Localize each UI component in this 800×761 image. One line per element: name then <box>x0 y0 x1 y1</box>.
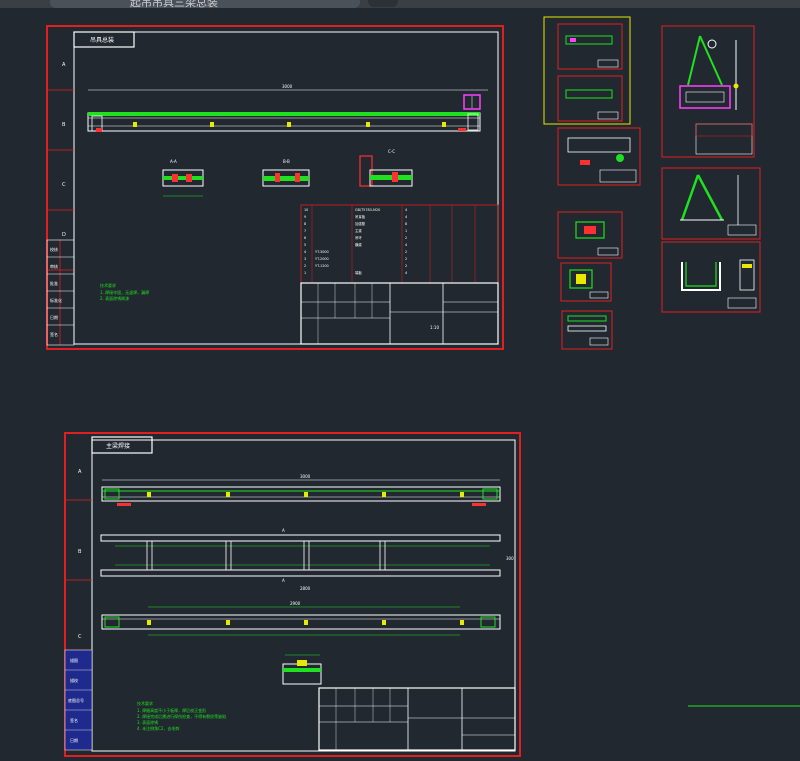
thumbnail-sheet[interactable] <box>557 127 641 186</box>
section-marker: A <box>282 528 285 533</box>
note-line: 1. 焊接牢固，无虚焊，漏焊 <box>100 289 149 295</box>
sheet1-title-box: 吊具总装 <box>90 36 114 44</box>
bom-cell: 4 <box>304 250 306 254</box>
side-label: 描校 <box>70 677 78 683</box>
side-labels-1: 校核 审核 批准 标准化 日期 签名 <box>46 239 75 346</box>
scale-value: 1:10 <box>430 325 439 330</box>
note-line: 4. 未注倒角C2，去毛刺 <box>137 725 179 731</box>
side-labels-2: 描图 描校 底图总号 签名 日期 <box>64 649 93 751</box>
bom-cell: 10 <box>304 208 308 212</box>
bom-cell: 1 <box>405 229 407 233</box>
section-label: B-B <box>283 159 290 164</box>
side-label: 签名 <box>70 717 78 723</box>
bom-cell: 8 <box>304 222 306 226</box>
side-label: 日期 <box>50 314 58 320</box>
side-label: 底图总号 <box>68 697 84 703</box>
bom-cell: 3 <box>304 257 306 261</box>
dim-top: 3000 <box>300 474 311 479</box>
svg-text:C: C <box>78 634 82 640</box>
beam-section-view <box>282 654 322 685</box>
notes-title: 技术要求 <box>137 700 153 706</box>
bom-cell: 2 <box>304 264 306 268</box>
bom-cell: YT-3000 <box>315 250 329 254</box>
section-views: A-A B-B C-C <box>162 149 413 197</box>
bom-table: 10 GB/T5783-M20 4 9 吊耳板 4 8 加强筋 8 7 主梁 1… <box>300 204 499 284</box>
side-label: 标准化 <box>50 297 62 303</box>
bom-cell: 端板 <box>355 270 362 275</box>
beam-front-view: 3000 <box>101 474 501 506</box>
bom-cell: 1 <box>304 271 306 275</box>
thumbnail-sheet[interactable] <box>661 241 761 313</box>
thumbnail-sheet[interactable] <box>561 310 613 350</box>
tab-new[interactable] <box>368 0 398 7</box>
side-label: 校核 <box>50 246 58 252</box>
bom-cell: 横梁 <box>355 242 362 247</box>
bom-cell: 4 <box>405 243 407 247</box>
bom-cell: 主梁 <box>355 228 362 233</box>
bom-cell: 4 <box>405 208 407 212</box>
main-beam-view: 3000 <box>87 84 488 132</box>
section-label: A-A <box>170 159 177 164</box>
bom-cell: 2 <box>405 250 407 254</box>
thumbnail-sheet[interactable] <box>661 167 761 240</box>
beam-plan-view: A A 300 2800 <box>100 528 514 591</box>
title-block-1 <box>300 282 499 345</box>
bom-cell: YT-1200 <box>315 264 329 268</box>
svg-text:A: A <box>62 62 66 68</box>
svg-text:B: B <box>78 549 82 555</box>
title-block-2 <box>318 687 516 751</box>
side-label: 日期 <box>70 737 78 743</box>
note-line: 2. 焊接完成后需进行探伤检查，不得有裂纹等缺陷 <box>137 713 226 719</box>
bom-cell: 6 <box>304 236 306 240</box>
bom-cell: 2 <box>405 264 407 268</box>
sheet-main-assembly: A B C D 校核 审核 批准 标准化 日期 签名 吊具总装 <box>46 25 504 350</box>
bom-cell: 4 <box>405 215 407 219</box>
dim-bottom: 2900 <box>290 601 301 606</box>
bom-cell: 5 <box>304 243 306 247</box>
thumbnail-selected[interactable] <box>543 16 631 125</box>
thumbnail-sheet[interactable] <box>557 211 623 259</box>
note-line: 3. 表面除锈 <box>137 719 158 725</box>
bom-cell: GB/T5783-M20 <box>355 208 380 212</box>
tab-bar: 起吊吊具三梁总装 <box>0 0 800 9</box>
tab-drawing[interactable]: 起吊吊具三梁总装 <box>50 0 360 9</box>
dim-overall: 3000 <box>282 84 293 89</box>
bom-cell: 4 <box>405 271 407 275</box>
bom-cell: 加强筋 <box>355 221 366 226</box>
section-marker: A <box>282 578 285 583</box>
bom-cell: 8 <box>405 222 407 226</box>
sheet2-title-box: 主梁焊接 <box>106 442 130 450</box>
svg-text:D: D <box>62 232 66 238</box>
svg-text:C: C <box>62 182 66 188</box>
bom-cell: 吊耳板 <box>355 214 366 219</box>
bom-cell: 7 <box>304 229 306 233</box>
thumbnail-sheet[interactable] <box>661 25 755 158</box>
thumbnail-sheets <box>543 16 761 350</box>
note-line: 2. 表面除锈刷漆 <box>100 295 129 301</box>
beam-lower-view: 2900 <box>101 601 501 636</box>
note-line: 1. 焊缝高度不小于板厚，焊后校正变形 <box>137 707 206 713</box>
side-label: 审核 <box>50 263 58 269</box>
thumbnail-sheet[interactable] <box>560 262 612 302</box>
svg-text:A: A <box>78 469 82 475</box>
bom-cell: 吊环 <box>355 236 362 240</box>
side-label: 批准 <box>50 280 58 286</box>
notes-title: 技术要求 <box>100 282 116 288</box>
dim-bottom: 2800 <box>300 586 311 591</box>
side-label: 描图 <box>70 657 78 663</box>
tab-title: 起吊吊具三梁总装 <box>130 0 218 9</box>
dim-side: 300 <box>506 556 514 561</box>
section-label: C-C <box>388 149 395 154</box>
bom-cell: 2 <box>405 236 407 240</box>
bom-cell: YT-2000 <box>315 257 329 261</box>
bom-cell: 9 <box>304 215 306 219</box>
svg-text:B: B <box>62 122 66 128</box>
sheet-beam-weld: A B C 主梁焊接 描图 描校 底图总号 签名 日期 3000 <box>64 432 521 757</box>
notes-2: 技术要求 1. 焊缝高度不小于板厚，焊后校正变形 2. 焊接完成后需进行探伤检查… <box>137 700 226 731</box>
side-label: 签名 <box>50 331 58 337</box>
notes-1: 技术要求 1. 焊接牢固，无虚焊，漏焊 2. 表面除锈刷漆 <box>100 282 149 301</box>
bom-cell: 2 <box>405 257 407 261</box>
